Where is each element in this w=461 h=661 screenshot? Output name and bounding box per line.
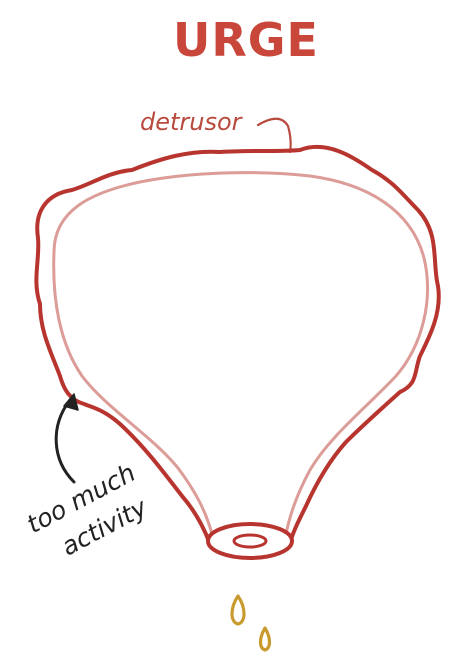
annotation-text: too much activity <box>22 458 157 571</box>
diagram-title: URGE <box>173 13 319 67</box>
detrusor-leader-line <box>258 119 291 152</box>
curved-arrow-icon <box>56 394 78 482</box>
urine-drop-icon <box>261 628 270 650</box>
urine-drop-icon <box>232 596 244 624</box>
detrusor-label: detrusor <box>140 108 244 136</box>
urethra-opening-outer <box>208 524 292 558</box>
